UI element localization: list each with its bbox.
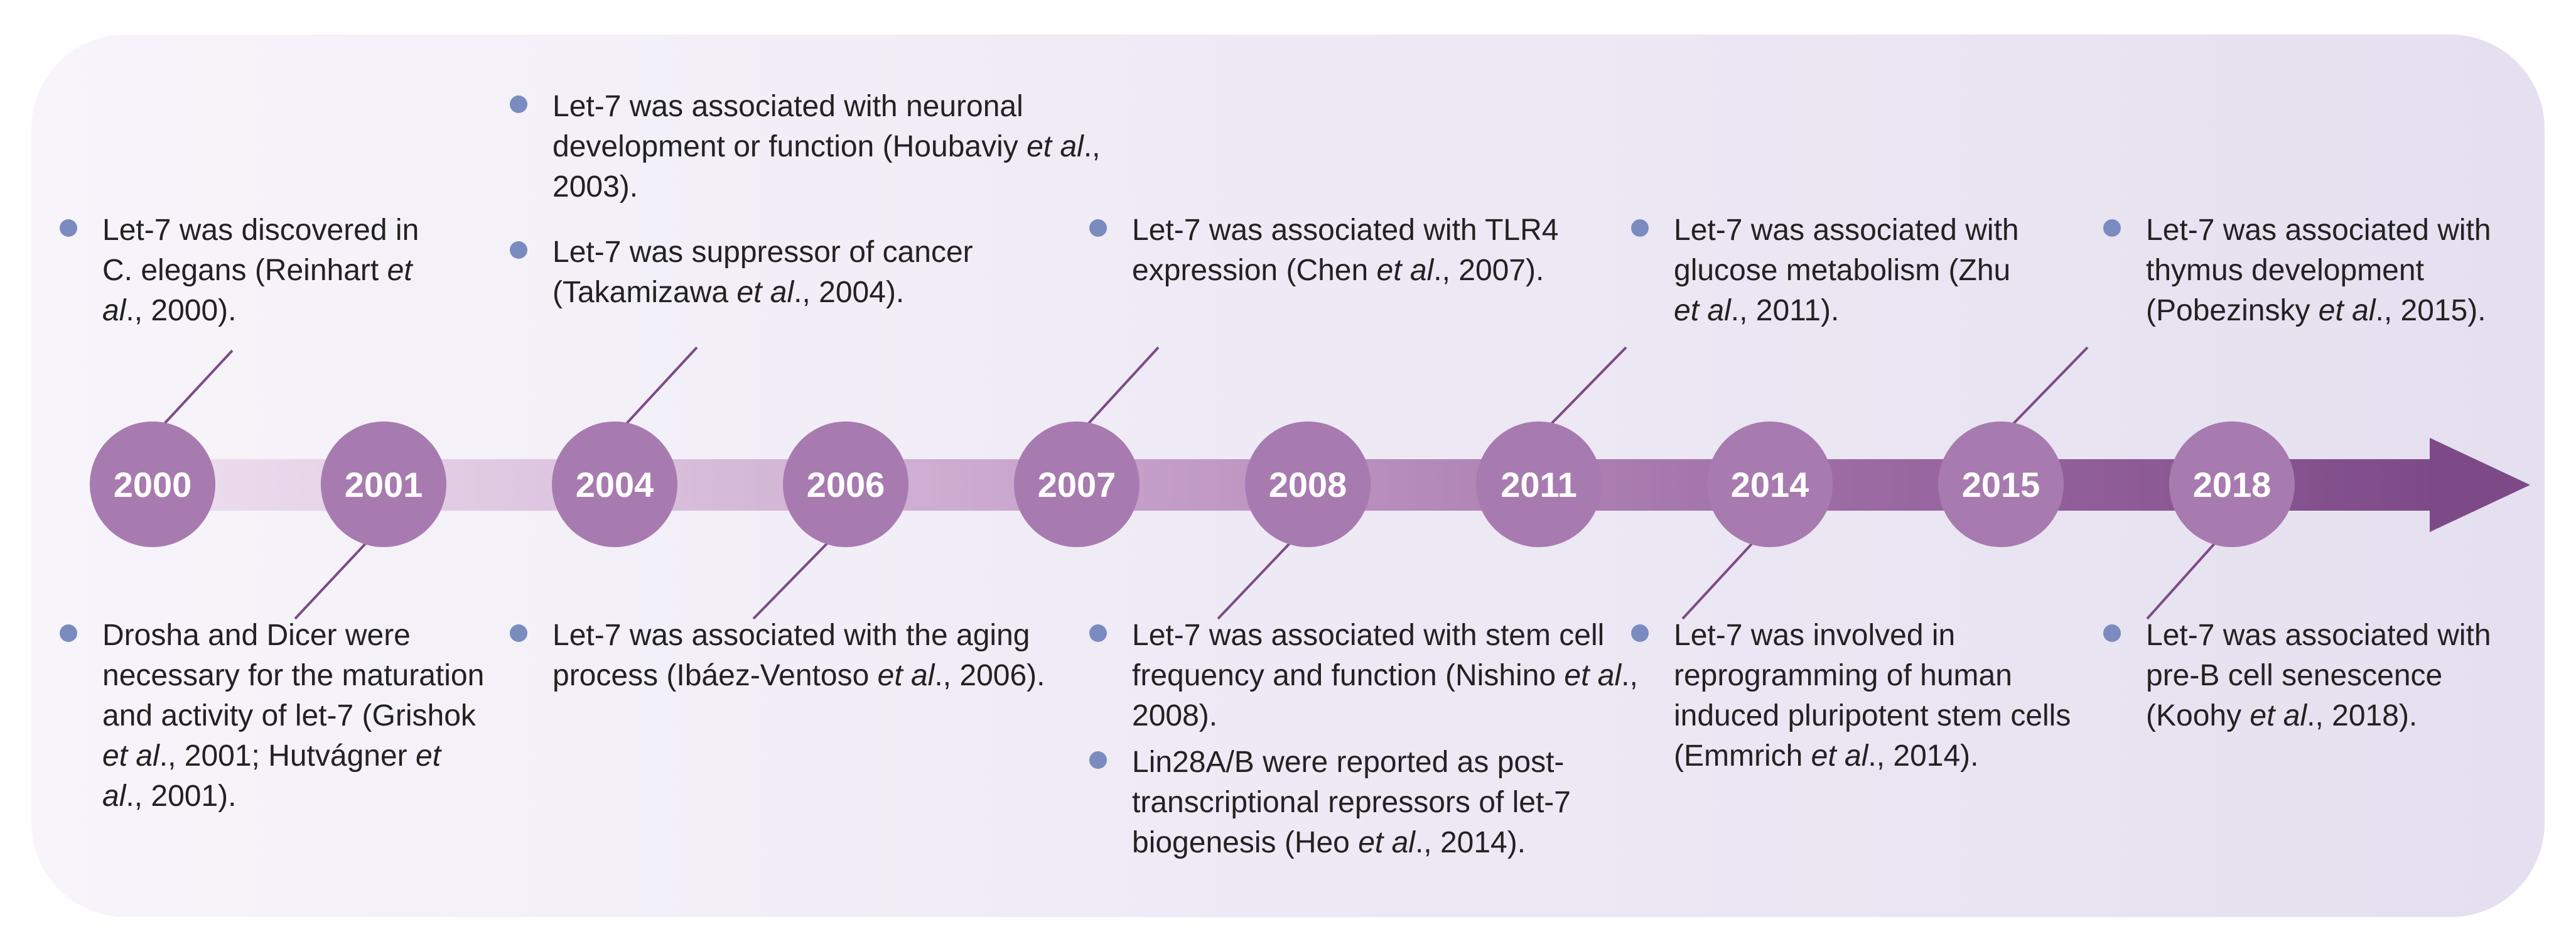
year-label: 2015	[1961, 464, 2040, 504]
event-item: Let-7 was suppressor of cancer (Takamiza…	[510, 232, 1138, 313]
year-circle-2018: 2018	[2169, 421, 2295, 547]
bullet-icon	[2103, 624, 2121, 642]
event-text: Let-7 was associated with neuronal devel…	[552, 90, 1027, 163]
event-text: Let-7 was associated with TLR4 expressio…	[1132, 214, 1559, 287]
event-text-end: ., 2006).	[934, 659, 1045, 692]
year-circle-2011: 2011	[1476, 421, 1602, 547]
year-label: 2008	[1268, 464, 1347, 504]
event-group-2008: Let-7 was associated with stem cell freq…	[1089, 616, 1654, 869]
event-item: Let-7 was discovered in C. elegans (Rein…	[60, 210, 449, 331]
event-text-italic: et al	[736, 276, 794, 309]
event-text-italic: et al	[1358, 826, 1415, 859]
event-text: Let-7 was suppressor of cancer (Takamiza…	[552, 236, 973, 309]
event-group-2001: Drosha and Dicer were necessary for the …	[60, 616, 487, 823]
year-circle-2001: 2001	[321, 421, 446, 547]
event-text: Lin28A/B were reported as post-transcrip…	[1132, 746, 1571, 859]
event-item: Let-7 was associated with thymus develop…	[2103, 210, 2543, 331]
event-group-2011: Let-7 was associated with glucose metabo…	[1631, 210, 2033, 337]
event-text: Let-7 was involved in reprogramming of h…	[1674, 619, 2071, 773]
event-text-italic: et al	[1811, 739, 1868, 773]
bullet-icon	[1631, 624, 1649, 642]
year-circle-2008: 2008	[1245, 421, 1371, 547]
bullet-icon	[60, 219, 77, 237]
year-label: 2018	[2192, 464, 2272, 504]
timeline-arrow-head	[2430, 438, 2530, 532]
event-text: Let-7 was discovered in C. elegans (Rein…	[102, 214, 419, 287]
event-item: Let-7 was associated with pre-B cell sen…	[2103, 616, 2543, 736]
event-group-2000: Let-7 was discovered in C. elegans (Rein…	[60, 210, 449, 337]
event-group-2015: Let-7 was associated with thymus develop…	[2103, 210, 2543, 337]
event-text-italic: et al	[1376, 254, 1434, 287]
event-text-mid: ., 2001; Hutvágner	[159, 739, 416, 773]
event-group-2014: Let-7 was involved in reprogramming of h…	[1631, 616, 2108, 783]
year-circle-2004: 2004	[552, 421, 677, 547]
year-circle-2006: 2006	[783, 421, 908, 547]
bullet-icon	[2103, 219, 2121, 237]
year-circle-2007: 2007	[1014, 421, 1140, 547]
event-group-2018: Let-7 was associated with pre-B cell sen…	[2103, 616, 2543, 742]
event-text-italic: et al	[1674, 294, 1731, 327]
bullet-icon	[1631, 219, 1649, 237]
bullet-icon	[1089, 219, 1107, 237]
event-item: Let-7 was associated with glucose metabo…	[1631, 210, 2033, 331]
event-group-2006: Let-7 was associated with the aging proc…	[510, 616, 1062, 702]
event-text-end: ., 2015).	[2375, 294, 2486, 327]
event-item: Let-7 was associated with TLR4 expressio…	[1089, 210, 1629, 291]
event-text-end: ., 2014).	[1868, 739, 1979, 773]
event-text: Let-7 was associated with pre-B cell sen…	[2146, 619, 2491, 732]
event-text-italic: et al	[102, 739, 441, 813]
event-text: Let-7 was associated with glucose metabo…	[1674, 214, 2019, 287]
event-text-end: ., 2000).	[126, 294, 237, 327]
event-group-2007: Let-7 was associated with TLR4 expressio…	[1089, 210, 1629, 297]
bullet-icon	[1089, 751, 1107, 769]
event-text-italic: et al	[2250, 699, 2307, 732]
bullet-icon	[60, 624, 77, 642]
event-item: Let-7 was associated with the aging proc…	[510, 616, 1062, 696]
bullet-icon	[510, 95, 527, 113]
event-text: Let-7 was associated with stem cell freq…	[1132, 619, 1605, 692]
event-text-end: ., 2004).	[794, 276, 905, 309]
event-item: Let-7 was involved in reprogramming of h…	[1631, 616, 2108, 776]
year-label: 2007	[1037, 464, 1116, 504]
bullet-icon	[510, 624, 527, 642]
event-group-2004: Let-7 was associated with neuronal devel…	[510, 87, 1138, 319]
year-label: 2000	[113, 464, 192, 504]
bullet-icon	[510, 241, 527, 259]
year-label: 2006	[806, 464, 885, 504]
event-text-end: ., 2011).	[1730, 294, 1840, 327]
event-text-end: ., 2001).	[126, 780, 237, 813]
event-item: Let-7 was associated with neuronal devel…	[510, 87, 1138, 207]
event-text-italic: et al	[1027, 130, 1084, 163]
event-text-end: ., 2018).	[2307, 699, 2418, 732]
year-circle-2000: 2000	[90, 421, 215, 547]
event-text-end: ., 2003).	[552, 130, 1101, 204]
event-text: Drosha and Dicer were necessary for the …	[102, 619, 485, 732]
event-item: Lin28A/B were reported as post-transcrip…	[1089, 742, 1654, 863]
event-text-italic: et al	[1564, 659, 1622, 692]
event-text-end: ., 2008).	[1132, 659, 1638, 732]
year-label: 2011	[1501, 464, 1577, 504]
event-text: Let-7 was associated with the aging proc…	[552, 619, 1030, 692]
event-text-italic: et al	[877, 659, 935, 692]
event-text-end: ., 2007).	[1433, 254, 1544, 287]
event-text-italic: et al	[102, 254, 412, 327]
year-circle-2014: 2014	[1707, 421, 1833, 547]
event-text: Let-7 was associated with thymus develop…	[2146, 214, 2491, 327]
event-item: Let-7 was associated with stem cell freq…	[1089, 616, 1654, 736]
year-label: 2001	[344, 464, 423, 504]
event-item: Drosha and Dicer were necessary for the …	[60, 616, 487, 817]
bullet-icon	[1089, 624, 1107, 642]
year-label: 2014	[1730, 464, 1809, 504]
year-circle-2015: 2015	[1938, 421, 2064, 547]
event-text-end: ., 2014).	[1415, 826, 1526, 859]
year-label: 2004	[575, 464, 654, 504]
event-text-italic: et al	[2318, 294, 2376, 327]
event-text-italic: et al	[102, 739, 159, 773]
